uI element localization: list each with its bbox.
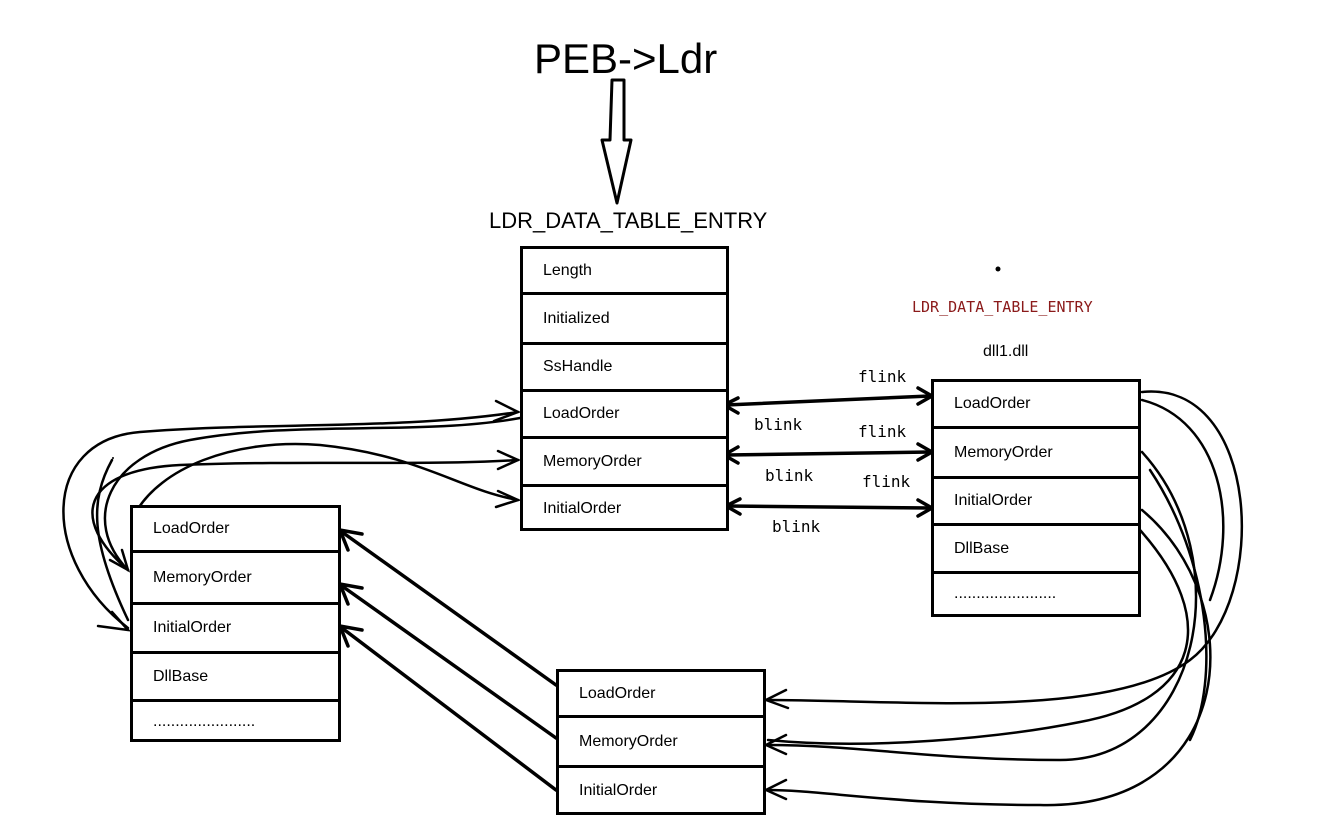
struct-field: LoadOrder [133, 508, 338, 553]
struct-field: LoadOrder [523, 392, 726, 439]
right-struct-box: LoadOrder MemoryOrder InitialOrder DllBa… [931, 379, 1141, 617]
struct-field: MemoryOrder [133, 553, 338, 605]
struct-field: Initialized [523, 295, 726, 345]
struct-field: InitialOrder [579, 782, 658, 799]
struct-field: DllBase [934, 526, 1138, 574]
struct-header: LDR_DATA_TABLE_ENTRY [489, 208, 768, 233]
dll-name-label: dll1.dll [983, 343, 1029, 360]
flink-label: flink [858, 367, 907, 386]
loop-left-to-main [62, 399, 522, 632]
main-struct-box: Length Initialized SsHandle LoadOrder Me… [520, 246, 729, 531]
flink-label: flink [858, 422, 907, 441]
diagram-title: PEB->Ldr [534, 35, 718, 82]
flink-label: flink [862, 472, 911, 491]
blink-label: blink [754, 415, 803, 434]
struct-field: InitialOrder [934, 479, 1138, 526]
struct-field: Length [523, 249, 726, 295]
struct-field: MemoryOrder [523, 439, 726, 487]
struct-field: InitialOrder [133, 605, 338, 654]
blink-label: blink [772, 517, 821, 536]
ink-speck [995, 266, 1001, 272]
link-bottom-to-left [337, 527, 558, 792]
struct-field: DllBase [133, 654, 338, 702]
struct-field: InitialOrder [543, 500, 622, 517]
blink-label: blink [765, 466, 814, 485]
struct-field: ....................... [153, 713, 256, 730]
struct-field: SsHandle [523, 345, 726, 392]
bottom-struct-box: LoadOrder MemoryOrder InitialOrder [556, 669, 766, 815]
struct-field: LoadOrder [559, 672, 763, 718]
loop-right-to-bottom [762, 390, 1244, 807]
ink-speck [112, 457, 114, 459]
left-struct-box: LoadOrder MemoryOrder InitialOrder DllBa… [130, 505, 341, 742]
struct-field: MemoryOrder [559, 718, 763, 768]
struct-header-red: LDR_DATA_TABLE_ENTRY [912, 298, 1093, 316]
struct-field: LoadOrder [934, 382, 1138, 429]
link-arrows-main-right [720, 386, 936, 518]
struct-field: MemoryOrder [934, 429, 1138, 479]
hollow-down-arrow [600, 78, 633, 205]
struct-field: ....................... [954, 585, 1057, 602]
